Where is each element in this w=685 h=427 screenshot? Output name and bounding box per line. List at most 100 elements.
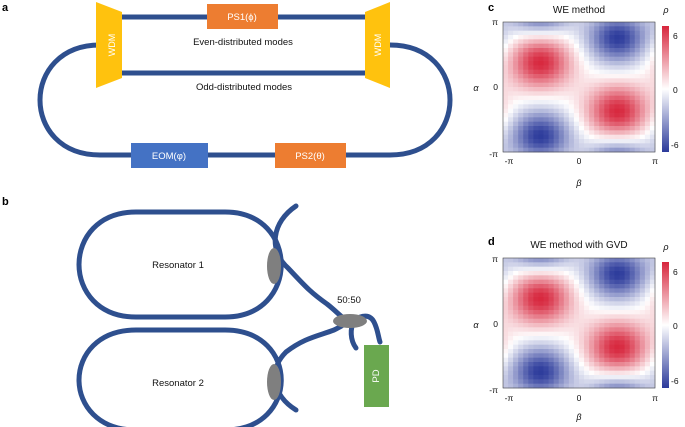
heatmap-cell <box>634 35 641 40</box>
heatmap-cell <box>609 323 615 328</box>
heatmap-cell <box>503 284 509 289</box>
heatmap-cell <box>528 323 534 328</box>
heatmap-cell <box>548 43 555 49</box>
heatmap-cell <box>604 297 610 302</box>
heatmap-cell <box>528 331 534 337</box>
heatmap-cell <box>599 336 605 341</box>
heatmap-cell <box>573 74 580 79</box>
heatmap-cell <box>624 379 631 385</box>
heatmap-cell <box>503 78 509 84</box>
heatmap-cell <box>589 121 595 127</box>
heatmap-cell <box>568 297 575 302</box>
heatmap-cell <box>589 305 595 311</box>
heatmap-cell <box>619 288 625 294</box>
heatmap-cell <box>609 357 615 363</box>
heatmap-cell <box>579 271 585 276</box>
heatmap-cell <box>589 262 595 268</box>
heatmap-cell <box>533 362 539 367</box>
heatmap-cell <box>644 310 651 315</box>
heatmap-cell <box>589 126 595 131</box>
heatmap-cell <box>589 134 595 140</box>
heatmap-cell <box>543 139 549 144</box>
heatmap-cell <box>528 108 534 114</box>
heatmap-cell <box>579 43 585 49</box>
heatmap-cell <box>508 69 514 75</box>
heatmap-cell <box>563 262 570 268</box>
heatmap-cell <box>649 143 656 149</box>
heatmap-cell <box>634 78 641 84</box>
heatmap-cell <box>594 379 600 385</box>
heatmap-cell <box>624 82 631 88</box>
heatmap-cell <box>594 344 600 350</box>
heatmap-cell <box>599 82 605 88</box>
heatmap-cell <box>573 117 580 123</box>
heatmap-cell <box>619 262 625 268</box>
heatmap-cell <box>624 275 631 281</box>
heatmap-cell <box>614 318 620 324</box>
heatmap-cell <box>604 314 610 320</box>
heatmap-cell <box>563 279 570 285</box>
heatmap-cell <box>639 108 646 114</box>
heatmap-cell <box>548 95 555 101</box>
heatmap-cell <box>518 22 524 27</box>
heatmap-cell <box>548 331 555 337</box>
heatmap-cell <box>599 43 605 49</box>
heatmap-cell <box>599 275 605 281</box>
heatmap-cell <box>604 340 610 346</box>
heatmap-cell <box>614 74 620 79</box>
heatmap-cell <box>584 39 590 45</box>
heatmap-cell <box>533 87 539 92</box>
heatmap-cell <box>568 113 575 118</box>
heatmap-cell <box>614 327 620 333</box>
heatmap-cell <box>518 82 524 88</box>
heatmap-cell <box>644 113 651 118</box>
heatmap-cell <box>624 370 631 376</box>
heatmap-cell <box>584 301 590 307</box>
heatmap-cell <box>563 52 570 58</box>
heatmap-cell <box>604 357 610 363</box>
heatmap-cell <box>609 275 615 281</box>
heatmap-cell <box>609 134 615 140</box>
heatmap-cell <box>523 284 529 289</box>
heatmap-cell <box>609 56 615 62</box>
heatmap-cell <box>589 52 595 58</box>
heatmap-cell <box>563 271 570 276</box>
heatmap-cell <box>538 52 544 58</box>
heatmap-cell <box>579 310 585 315</box>
heatmap-cell <box>513 318 519 324</box>
heatmap-cell <box>584 35 590 40</box>
heatmap-cell <box>609 82 615 88</box>
heatmap-cell <box>523 147 529 153</box>
heatmap-cell <box>573 349 580 354</box>
heatmap-cell <box>589 48 595 53</box>
heatmap-cell <box>644 266 651 272</box>
heatmap-cell <box>533 353 539 359</box>
heatmap-cell <box>614 379 620 385</box>
heatmap-cell <box>528 22 534 27</box>
heatmap-cell <box>548 258 555 263</box>
heatmap-cell <box>624 52 631 58</box>
heatmap-cell <box>639 22 646 27</box>
heatmap-cell <box>614 147 620 153</box>
heatmap-cell <box>558 134 565 140</box>
heatmap-cell <box>528 48 534 53</box>
heatmap-cell <box>629 340 636 346</box>
heatmap-cell <box>594 117 600 123</box>
heatmap-cell <box>553 292 560 298</box>
heatmap-cell <box>523 271 529 276</box>
heatmap-cell <box>584 87 590 92</box>
heatmap-cell <box>609 78 615 84</box>
heatmap-cell <box>639 262 646 268</box>
heatmap-cell <box>624 366 631 372</box>
heatmap-cell <box>548 78 555 84</box>
heatmap-cell <box>503 301 509 307</box>
heatmap-cell <box>558 61 565 66</box>
heatmap-cell <box>619 279 625 285</box>
heatmap-cell <box>649 266 656 272</box>
heatmap-cell <box>594 56 600 62</box>
heatmap-cell <box>548 52 555 58</box>
heatmap-cell <box>594 275 600 281</box>
heatmap-cell <box>573 297 580 302</box>
heatmap-cell <box>523 43 529 49</box>
heatmap-cell <box>543 104 549 110</box>
